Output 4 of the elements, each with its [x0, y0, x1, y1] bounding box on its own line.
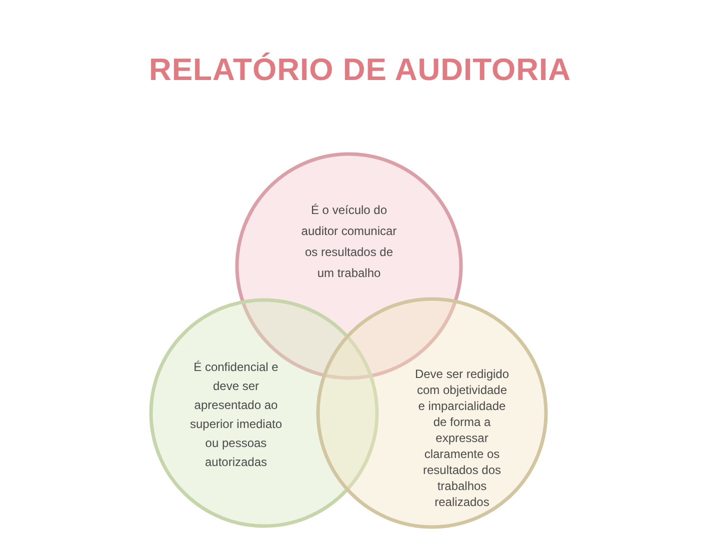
- circle-text: É confidencial e deve ser apresentado ao superior imediato ou pessoas autorizadas: [188, 359, 284, 471]
- circle-text: Deve ser redigido com objetividade e imparcialidade de forma a expressar claramente os resultados dos trabalhos realizados: [414, 366, 510, 510]
- circle-text: É o veículo do auditor comunicar os resultados de um trabalho: [300, 202, 398, 282]
- title: RELATÓRIO DE AUDITORIA: [148, 51, 572, 89]
